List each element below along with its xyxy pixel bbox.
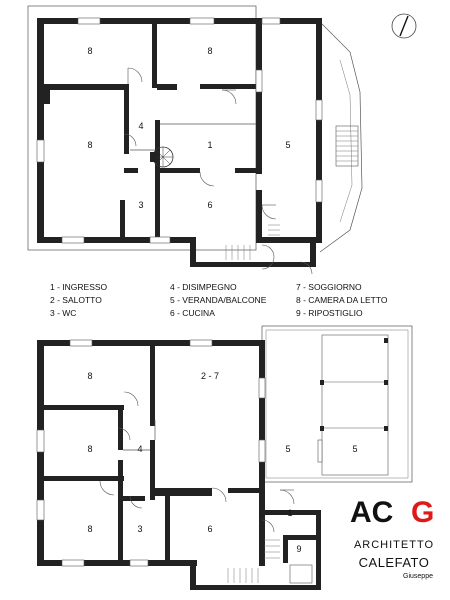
room-label: 1 — [287, 508, 292, 518]
door-swing-icon — [123, 67, 313, 275]
lower-floor-plan: 8 2 - 7 8 4 5 5 8 3 6 1 9 — [36, 325, 413, 590]
room-label: 3 — [137, 524, 142, 534]
logo-line-3: Giuseppe — [403, 573, 433, 580]
room-label: 8 — [87, 140, 92, 150]
legend-item: 4 - DISIMPEGNO — [170, 282, 237, 292]
legend-item: 2 - SALOTTO — [50, 295, 102, 305]
room-label: 8 — [87, 444, 92, 454]
legend-item: 7 - SOGGIORNO — [296, 282, 362, 292]
legend-item: 9 - RIPOSTIGLIO — [296, 308, 363, 318]
logo-line-2: CALEFATO — [359, 555, 430, 570]
room-label: 8 — [87, 46, 92, 56]
room-label: 6 — [207, 200, 212, 210]
room-label: 1 — [207, 140, 212, 150]
door-swing-icon — [99, 391, 295, 533]
room-label: 4 — [137, 444, 142, 454]
room-label: 2 - 7 — [201, 371, 219, 381]
room-label: 9 — [296, 544, 301, 554]
room-label: 8 — [207, 46, 212, 56]
legend-item: 1 - INGRESSO — [50, 282, 108, 292]
spiral-stair-icon — [150, 146, 174, 168]
logo-letters: AC — [350, 496, 393, 529]
legend: 1 - INGRESSO 2 - SALOTTO 3 - WC 4 - DISI… — [50, 282, 388, 318]
room-label: 5 — [352, 444, 357, 454]
legend-item: 6 - CUCINA — [170, 308, 215, 318]
room-label: 4 — [138, 121, 143, 131]
architect-logo: AC G ARCHITETTO CALEFATO Giuseppe — [350, 496, 434, 580]
legend-item: 3 - WC — [50, 308, 76, 318]
logo-letter-g: G — [411, 496, 434, 529]
room-label: 5 — [285, 444, 290, 454]
north-arrow-icon — [391, 13, 417, 39]
logo-line-1: ARCHITETTO — [354, 539, 434, 551]
room-label: 6 — [207, 524, 212, 534]
upper-floor-plan: 8 8 4 1 5 8 3 6 — [27, 5, 363, 275]
legend-item: 8 - CAMERA DA LETTO — [296, 295, 388, 305]
side-stair-icon — [335, 125, 359, 167]
legend-item: 5 - VERANDA/BALCONE — [170, 295, 267, 305]
room-label: 5 — [285, 140, 290, 150]
room-label: 8 — [87, 371, 92, 381]
room-label: 3 — [138, 200, 143, 210]
room-label: 8 — [87, 524, 92, 534]
